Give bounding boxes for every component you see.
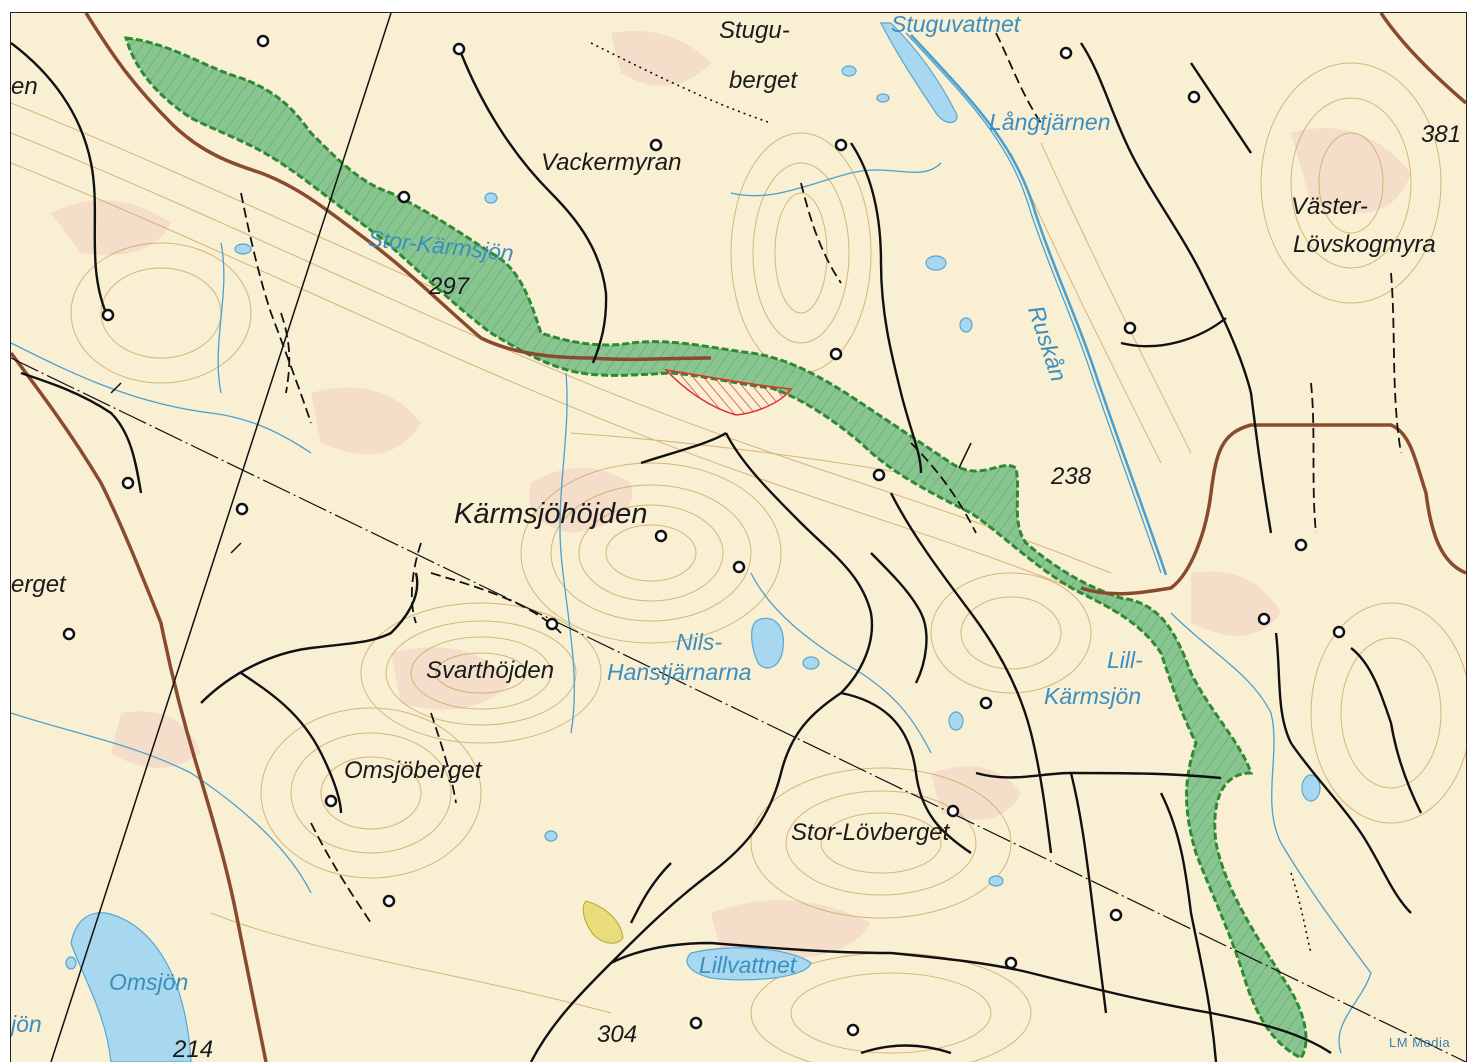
water-label-stuguvattnet: Stuguvattnet xyxy=(891,12,1021,37)
elevation-label-297: 297 xyxy=(429,273,470,300)
forest-tracks[interactable] xyxy=(11,42,1423,1062)
place-label-vaster: Väster- xyxy=(1291,193,1368,220)
elevation-label-304: 304 xyxy=(597,1021,638,1048)
elevation-label-381: 381 xyxy=(1421,121,1462,148)
main-roads[interactable] xyxy=(11,13,1466,1062)
footpaths[interactable] xyxy=(240,32,1402,924)
water-label-lillvattnet: Lillvattnet xyxy=(699,952,797,978)
water-label-langtjarnen: Långtjärnen xyxy=(989,109,1111,135)
place-label-en: en xyxy=(11,73,38,100)
water-label-lill: Lill- xyxy=(1107,647,1143,673)
trails[interactable] xyxy=(590,42,1312,954)
place-label-stor-lovberget: Stor-Lövberget xyxy=(791,819,950,846)
place-label-erget: erget xyxy=(11,571,66,598)
elevation-label-214: 214 xyxy=(173,1036,214,1062)
nature-reserve-area[interactable] xyxy=(123,36,1308,1060)
place-label-svarthojden: Svarthöjden xyxy=(426,657,555,684)
water-bodies xyxy=(65,22,1321,1062)
wetland-patch xyxy=(582,900,624,944)
place-label-stugu: Stugu- xyxy=(719,17,790,44)
elevation-label-238: 238 xyxy=(1051,463,1092,490)
water-label-nils: Nils- xyxy=(676,629,722,655)
place-label-lovskogmyra: Lövskogmyra xyxy=(1293,231,1436,258)
water-label-omsjon: Omsjön xyxy=(109,969,189,995)
water-label-karmsjon: Kärmsjön xyxy=(1044,683,1142,709)
point-markers[interactable] xyxy=(62,34,1346,1037)
water-label-hanstjarnarna: Hanstjärnarna xyxy=(607,659,752,685)
map-canvas[interactable] xyxy=(11,13,1466,1062)
place-label-berget: berget xyxy=(729,67,798,94)
place-label-omsjoberget: Omsjöberget xyxy=(344,757,482,784)
hatched-red-area[interactable] xyxy=(663,368,793,416)
place-label-vackermyran: Vackermyran xyxy=(541,149,682,176)
water-label-jon: jön xyxy=(11,1011,42,1037)
streams xyxy=(11,32,1372,1054)
topographic-map[interactable]: Stugu- berget Vackermyran Väster- Lövsko… xyxy=(10,12,1467,1062)
frame-ticks xyxy=(110,382,972,554)
power-lines xyxy=(11,13,1466,1062)
map-credit: LM Media xyxy=(1389,1035,1451,1050)
place-label-karmsjohojden: Kärmsjöhöjden xyxy=(454,498,648,530)
